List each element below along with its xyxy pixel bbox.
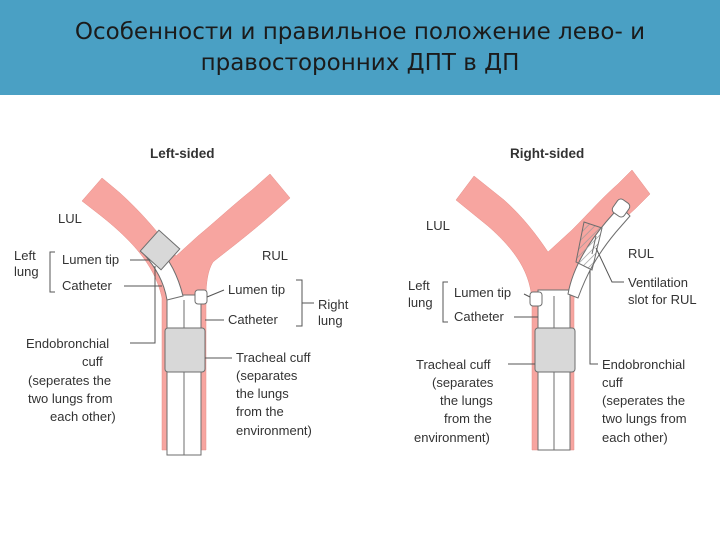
title-line-2: правосторонних ДПТ в ДП bbox=[200, 49, 520, 76]
left-tracheal-cuff-line-5: environment) bbox=[236, 423, 312, 438]
ventilation-slot-line-2: slot for RUL bbox=[628, 292, 697, 307]
right-tracheal-cuff-line-5: environment) bbox=[414, 430, 490, 445]
right-tracheal-lumen-tip bbox=[529, 291, 543, 307]
left-tracheal-cuff-line-1: Tracheal cuff bbox=[236, 350, 311, 365]
right-tracheal-cuff-line-3: the lungs bbox=[440, 393, 493, 408]
left-catheter-label: Catheter bbox=[62, 278, 113, 293]
left-endo-cuff-line-2: cuff bbox=[82, 354, 103, 369]
left-tracheal-cuff-line-4: from the bbox=[236, 404, 284, 419]
left-tracheal-cuff-line-2: (separates bbox=[236, 368, 298, 383]
left-lul-label: LUL bbox=[58, 211, 82, 226]
right-endo-cuff-line-1: Endobronchial bbox=[602, 357, 685, 372]
right-lung-label-2: lung bbox=[318, 313, 343, 328]
page-title: Особенности и правильное положение лево-… bbox=[0, 0, 720, 95]
left-sided-diagram: Left-sided LUL RUL Left lung Lumen tip C… bbox=[14, 146, 349, 456]
right-lumen-tip-label: Lumen tip bbox=[228, 282, 285, 297]
ventilation-slot-line-1: Ventilation bbox=[628, 275, 688, 290]
right-panel-left-lung-1: Left bbox=[408, 278, 430, 293]
right-heading: Right-sided bbox=[510, 146, 584, 161]
right-endo-cuff-line-5: each other) bbox=[602, 430, 668, 445]
left-lung-label-1: Left bbox=[14, 248, 36, 263]
right-endo-cuff-line-2: cuff bbox=[602, 375, 623, 390]
right-tracheal-cuff-line-4: from the bbox=[444, 411, 492, 426]
left-tracheal-lumen-tip bbox=[194, 289, 208, 305]
right-bronchial-tip bbox=[611, 198, 631, 218]
right-endo-cuff-line-4: two lungs from bbox=[602, 411, 687, 426]
right-tracheal-cuff-line-1: Tracheal cuff bbox=[416, 357, 491, 372]
left-endobronchial-cuff bbox=[139, 229, 181, 271]
left-tracheal-cuff bbox=[164, 327, 206, 373]
right-lung-label-1: Right bbox=[318, 297, 349, 312]
right-panel-lumen-tip-label: Lumen tip bbox=[454, 285, 511, 300]
left-endo-cuff-line-1: Endobronchial bbox=[26, 336, 109, 351]
right-rul-label: RUL bbox=[628, 246, 654, 261]
right-endo-cuff-line-3: (seperates the bbox=[602, 393, 685, 408]
header-bar bbox=[0, 0, 720, 95]
right-endobronchial-cuff bbox=[575, 221, 603, 271]
left-endo-cuff-line-4: two lungs from bbox=[28, 391, 113, 406]
left-lumen-tip-label: Lumen tip bbox=[62, 252, 119, 267]
title-line-1: Особенности и правильное положение лево-… bbox=[74, 18, 646, 45]
right-catheter-label: Catheter bbox=[228, 312, 279, 327]
right-lul-label: LUL bbox=[426, 218, 450, 233]
right-panel-catheter-label: Catheter bbox=[454, 309, 505, 324]
left-endo-cuff-line-5: each other) bbox=[50, 409, 116, 424]
right-tracheal-cuff bbox=[534, 327, 576, 373]
right-panel-left-lung-2: lung bbox=[408, 295, 433, 310]
left-endo-cuff-line-3: (seperates the bbox=[28, 373, 111, 388]
left-rul-label: RUL bbox=[262, 248, 288, 263]
right-sided-diagram: Right-sided LUL RUL Left lung Lumen tip … bbox=[408, 146, 697, 451]
left-heading: Left-sided bbox=[150, 146, 215, 161]
left-lung-label-2: lung bbox=[14, 264, 39, 279]
right-tracheal-cuff-line-2: (separates bbox=[432, 375, 494, 390]
left-tracheal-cuff-line-3: the lungs bbox=[236, 386, 289, 401]
